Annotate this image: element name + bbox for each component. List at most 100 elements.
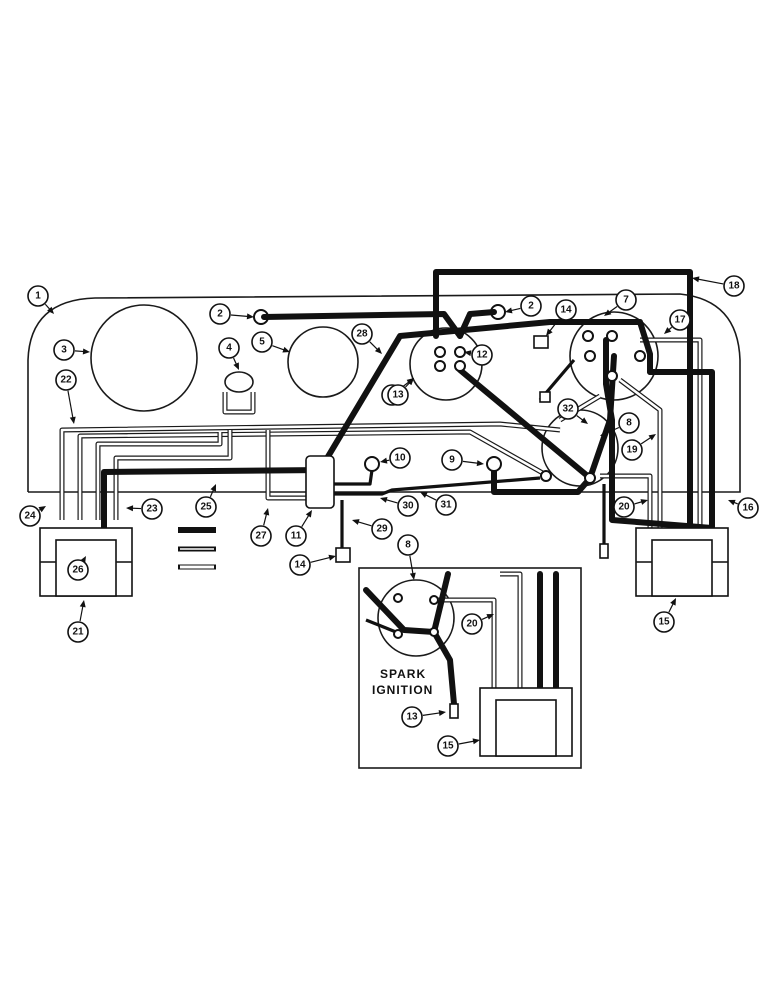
gauge-terminals (364, 330, 646, 484)
callout-arrowhead (328, 554, 336, 561)
callout-number: 13 (392, 390, 404, 401)
gauge-3-large (90, 304, 198, 412)
callout-circle (520, 295, 542, 317)
callout-11: 11 (285, 510, 312, 547)
callout-24: 24 (19, 505, 46, 527)
callout-arrowhead (352, 519, 360, 525)
callout-arrowhead (305, 510, 312, 518)
callout-number: 2 (528, 301, 534, 312)
callout-arrowhead (580, 417, 588, 424)
callout-circle (397, 495, 419, 517)
callout-leader (230, 314, 251, 318)
heavy-wire-harness (101, 269, 715, 531)
callout-circle (621, 439, 643, 461)
callout-21: 21 (67, 600, 89, 643)
callout-number: 20 (618, 502, 630, 513)
callout-arrowhead (38, 506, 46, 513)
callout-arrowhead (640, 499, 648, 505)
callout-number: 8 (626, 418, 632, 429)
callout-circle (195, 496, 217, 518)
callout-number: 12 (476, 350, 488, 361)
callout-circle (371, 518, 393, 540)
callout-4: 4 (218, 337, 240, 370)
callout-number: 14 (294, 560, 306, 571)
callout-number: 25 (200, 502, 212, 513)
callout-circle (67, 621, 89, 643)
callout-circle (615, 289, 637, 311)
callout-2: 2 (505, 295, 542, 317)
callout-28: 28 (351, 323, 382, 354)
callout-arrowhead (505, 307, 513, 314)
callout-10: 10 (380, 447, 411, 469)
callout-leader (310, 556, 333, 563)
callout-circle (55, 369, 77, 391)
callout-circle (387, 384, 409, 406)
callout-circle (555, 299, 577, 321)
callout-arrowhead (600, 430, 608, 436)
callout-arrowhead (604, 309, 612, 316)
callout-number: 32 (562, 404, 574, 415)
callout-arrowhead (476, 460, 484, 467)
callout-32: 32 (557, 398, 588, 424)
callout-20: 20 (461, 613, 494, 635)
callout-number: 15 (442, 741, 454, 752)
callout-20: 20 (613, 496, 648, 518)
lamp-4 (224, 371, 254, 393)
inset-label-spark: SPARK (380, 667, 426, 681)
callout-arrowhead (82, 348, 90, 355)
callout-number: 28 (356, 329, 368, 340)
callout-number: 4 (226, 343, 232, 354)
callout-circle (141, 498, 163, 520)
callout-number: 19 (626, 445, 638, 456)
callout-number: 27 (255, 531, 267, 542)
callout-8: 8 (600, 412, 640, 436)
callout-circle (53, 339, 75, 361)
callout-number: 20 (466, 619, 478, 630)
callout-arrowhead (380, 497, 388, 503)
callout-arrowhead (246, 313, 254, 320)
gauge-5 (287, 326, 359, 398)
callout-arrowhead (664, 327, 672, 334)
callout-arrowhead (464, 350, 472, 357)
callout-3: 3 (53, 339, 90, 361)
callout-13: 13 (387, 378, 414, 406)
callout-number: 15 (658, 617, 670, 628)
callout-arrowhead (409, 572, 416, 580)
callout-number: 13 (406, 712, 418, 723)
callout-leader (695, 278, 724, 285)
callout-circle (389, 447, 411, 469)
callout-arrowhead (126, 505, 134, 512)
callout-12: 12 (464, 344, 493, 366)
callout-16: 16 (728, 497, 759, 519)
callout-number: 18 (728, 281, 740, 292)
callout-26: 26 (67, 556, 89, 581)
callout-arrowhead (374, 346, 382, 354)
callout-25: 25 (195, 484, 217, 518)
callout-circle (351, 323, 373, 345)
callout-1: 1 (27, 285, 54, 314)
callout-leader (409, 555, 414, 577)
callout-circle (557, 398, 579, 420)
callout-number: 17 (674, 315, 686, 326)
callout-number: 10 (394, 453, 406, 464)
callout-circle (27, 285, 49, 307)
callout-arrowhead (648, 434, 656, 441)
callout-circle (209, 303, 231, 325)
callout-14: 14 (546, 299, 577, 336)
callout-9: 9 (441, 449, 484, 471)
callout-arrowhead (380, 457, 388, 464)
callout-30: 30 (380, 495, 419, 517)
callout-arrowhead (670, 598, 676, 606)
callout-circle (723, 275, 745, 297)
callout-circle (441, 449, 463, 471)
callout-number: 5 (259, 337, 265, 348)
callout-circle (250, 525, 272, 547)
callout-number: 9 (449, 455, 455, 466)
callout-number: 21 (72, 627, 84, 638)
connector-block-15 (635, 527, 729, 597)
connector-13-upper (539, 391, 551, 403)
callout-15: 15 (653, 598, 676, 633)
callout-17: 17 (664, 309, 691, 334)
callout-circle (397, 534, 419, 556)
